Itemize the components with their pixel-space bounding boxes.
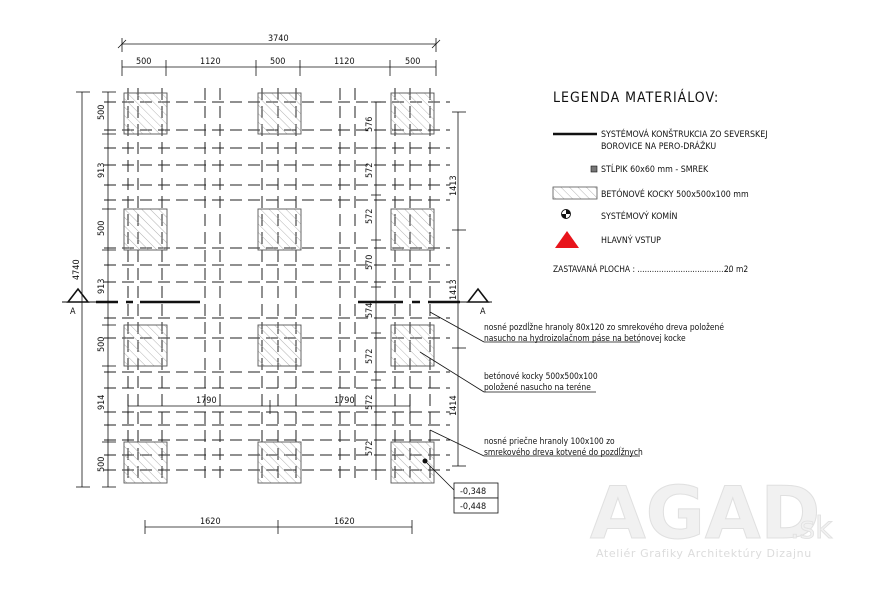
- inner-dimensions: [371, 101, 381, 480]
- concrete-block: [123, 92, 168, 135]
- note-transverse-2: smrekového dreva kotvené do pozdĺžnych: [484, 446, 643, 457]
- watermark: AGAD .sk Ateliér Grafiky Architektúry Di…: [590, 471, 834, 561]
- concrete-block: [123, 441, 168, 484]
- dim-span-1: 1790: [196, 396, 217, 406]
- legend-area-label: ZASTAVANÁ PLOCHA : .....................…: [553, 263, 731, 274]
- dim-top-4: 1120: [334, 57, 355, 67]
- dim-left-3: 500: [97, 221, 107, 236]
- watermark-suffix: .sk: [790, 511, 833, 546]
- dim-right-2: 1413: [449, 279, 459, 300]
- note-blocks-2: položené nasucho na teréne: [484, 382, 591, 392]
- leaders: [419, 311, 640, 457]
- legend-item2: STĹPIK 60x60 mm - SMREK: [601, 163, 709, 175]
- section-arrow-left-icon: [66, 287, 90, 303]
- concrete-block: [390, 324, 435, 367]
- legend-item4: SYSTÉMOVÝ KOMÍN: [601, 210, 677, 222]
- legend-item3: BETÓNOVÉ KOCKY 500x500x100 mm: [601, 188, 749, 200]
- section-label-left: A: [70, 307, 76, 317]
- dim-top-5: 500: [405, 57, 420, 67]
- dim-inner-8: 572: [365, 441, 375, 456]
- legend-item1-line2: BOROVICE NA PERO-DRÁŽKU: [601, 140, 716, 152]
- dim-overall-width: 3740: [268, 34, 289, 44]
- concrete-block: [390, 441, 435, 484]
- right-dimensions: [452, 111, 466, 467]
- legend-item1-line1: SYSTÉMOVÁ KONŠTRUKCIA ZO SEVERSKEJ: [601, 128, 768, 140]
- legend-title: LEGENDA MATERIÁLOV:: [553, 89, 719, 106]
- section-label-right: A: [480, 307, 486, 317]
- dim-inner-1: 576: [365, 117, 375, 132]
- watermark-logo: AGAD: [590, 471, 820, 555]
- concrete-block: [390, 208, 435, 251]
- level-marks: -0,348 -0,448: [422, 458, 499, 514]
- top-dimensions: [117, 38, 441, 76]
- dim-overall-height: 4740: [72, 259, 82, 280]
- post-icon: [590, 165, 598, 173]
- dim-inner-7: 572: [365, 395, 375, 410]
- dim-top-3: 500: [270, 57, 285, 67]
- note-transverse-1: nosné priečne hranoly 100x100 zo: [484, 436, 615, 446]
- bottom-dimensions: [144, 520, 413, 534]
- span-dimensions: [127, 400, 411, 414]
- dim-left-2: 913: [97, 163, 107, 178]
- level-upper: -0,348: [460, 487, 486, 497]
- section-line: A A: [62, 287, 492, 317]
- legend-item5: HLAVNÝ VSTUP: [601, 234, 661, 246]
- dim-inner-6: 572: [365, 349, 375, 364]
- note-blocks-1: betónové kocky 500x500x100: [484, 371, 598, 381]
- concrete-block: [257, 441, 302, 484]
- dim-right-3: 1414: [449, 395, 459, 416]
- concrete-block: [123, 208, 168, 251]
- entrance-triangle-icon: [555, 231, 579, 248]
- note-longitudinal-1: nosné pozdĺžne hranoly 80x120 zo smrekov…: [484, 321, 724, 332]
- dim-top-2: 1120: [200, 57, 221, 67]
- dim-inner-2: 572: [365, 163, 375, 178]
- concrete-block: [257, 208, 302, 251]
- concrete-block: [257, 92, 302, 135]
- dim-left-4: 913: [97, 279, 107, 294]
- beam-grid: [104, 88, 450, 480]
- dim-left-1: 500: [97, 105, 107, 120]
- section-arrow-right-icon: [466, 287, 490, 303]
- concrete-blocks: [123, 92, 435, 484]
- dim-left-7: 500: [97, 457, 107, 472]
- dim-inner-5: 574: [365, 303, 375, 318]
- left-dimensions: [76, 91, 116, 488]
- hatch-swatch-icon: [552, 186, 598, 200]
- legend: LEGENDA MATERIÁLOV: SYSTÉMOVÁ KONŠTRUKCI…: [552, 89, 768, 274]
- concrete-block: [257, 324, 302, 367]
- level-lower: -0,448: [460, 502, 486, 512]
- dim-top-1: 500: [136, 57, 151, 67]
- concrete-block: [390, 92, 435, 135]
- note-longitudinal-2: nasucho na hydroizolačnom páse na betóno…: [484, 333, 686, 343]
- dim-left-5: 500: [97, 337, 107, 352]
- dim-bottom-2: 1620: [334, 517, 355, 527]
- dim-span-2: 1790: [334, 396, 355, 406]
- dim-inner-4: 570: [365, 255, 375, 270]
- chimney-icon: [561, 209, 571, 219]
- legend-area-value: 20 m2: [724, 264, 748, 274]
- watermark-tagline: Ateliér Grafiky Architektúry Dizajnu: [596, 547, 812, 560]
- dim-bottom-1: 1620: [200, 517, 221, 527]
- dim-inner-3: 572: [365, 209, 375, 224]
- dim-left-6: 914: [97, 395, 107, 410]
- dim-right-1: 1413: [449, 175, 459, 196]
- concrete-block: [123, 324, 168, 367]
